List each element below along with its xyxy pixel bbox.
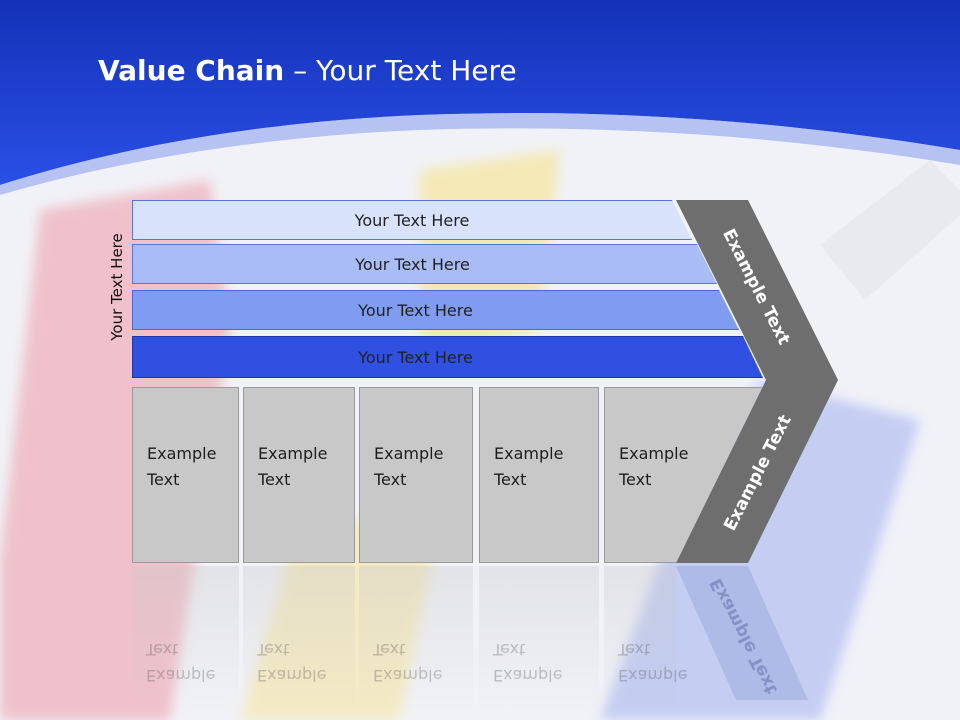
header-band [0, 0, 960, 185]
chain-bar-4: Your Text Here [132, 336, 763, 378]
yellow-paint-stroke-lower [240, 520, 440, 720]
activity-box-2-label: Example Text [258, 444, 328, 489]
activity-box-1-reflection: Example Text [132, 566, 239, 716]
reflection-2-label: Example Text [257, 640, 327, 685]
activity-box-3: Example Text [359, 387, 473, 563]
activity-box-5-label: Example Text [619, 444, 689, 489]
side-label-text: Your Text Here [108, 233, 126, 341]
chain-bar-1: Your Text Here [132, 200, 692, 240]
activity-box-1-label: Example Text [147, 444, 217, 489]
reflection-4-label: Example Text [493, 640, 563, 685]
activity-box-5-reflection: Example Text [604, 566, 687, 716]
slide-title: Value Chain – Your Text Here [98, 54, 517, 87]
activity-box-4: Example Text [479, 387, 599, 563]
blue-paint-stroke [600, 380, 920, 720]
activity-box-4-label: Example Text [494, 444, 564, 489]
reflection-5-label: Example Text [618, 640, 688, 685]
chain-bar-2-label: Your Text Here [355, 254, 470, 274]
chain-bar-3: Your Text Here [132, 290, 739, 330]
activity-box-2-reflection: Example Text [243, 566, 355, 716]
activity-box-3-label: Example Text [374, 444, 444, 489]
activity-box-1: Example Text [132, 387, 239, 563]
title-bold: Value Chain [98, 54, 285, 87]
activity-box-3-reflection: Example Text [359, 566, 473, 716]
activity-box-2: Example Text [243, 387, 355, 563]
chain-bar-3-label: Your Text Here [358, 300, 473, 320]
paintbrush [820, 160, 960, 300]
reflection-1-label: Example Text [146, 640, 216, 685]
title-rest: – Your Text Here [284, 54, 517, 87]
header-swoosh [0, 113, 960, 195]
chevron-arrow [676, 200, 838, 563]
chain-bar-1-label: Your Text Here [354, 210, 470, 230]
activity-box-4-reflection: Example Text [479, 566, 599, 716]
chain-bar-4-label: Your Text Here [358, 347, 473, 367]
chain-bar-2: Your Text Here [132, 244, 717, 284]
chevron-arrow-reflection [676, 566, 808, 700]
reflection-3-label: Example Text [373, 640, 443, 685]
